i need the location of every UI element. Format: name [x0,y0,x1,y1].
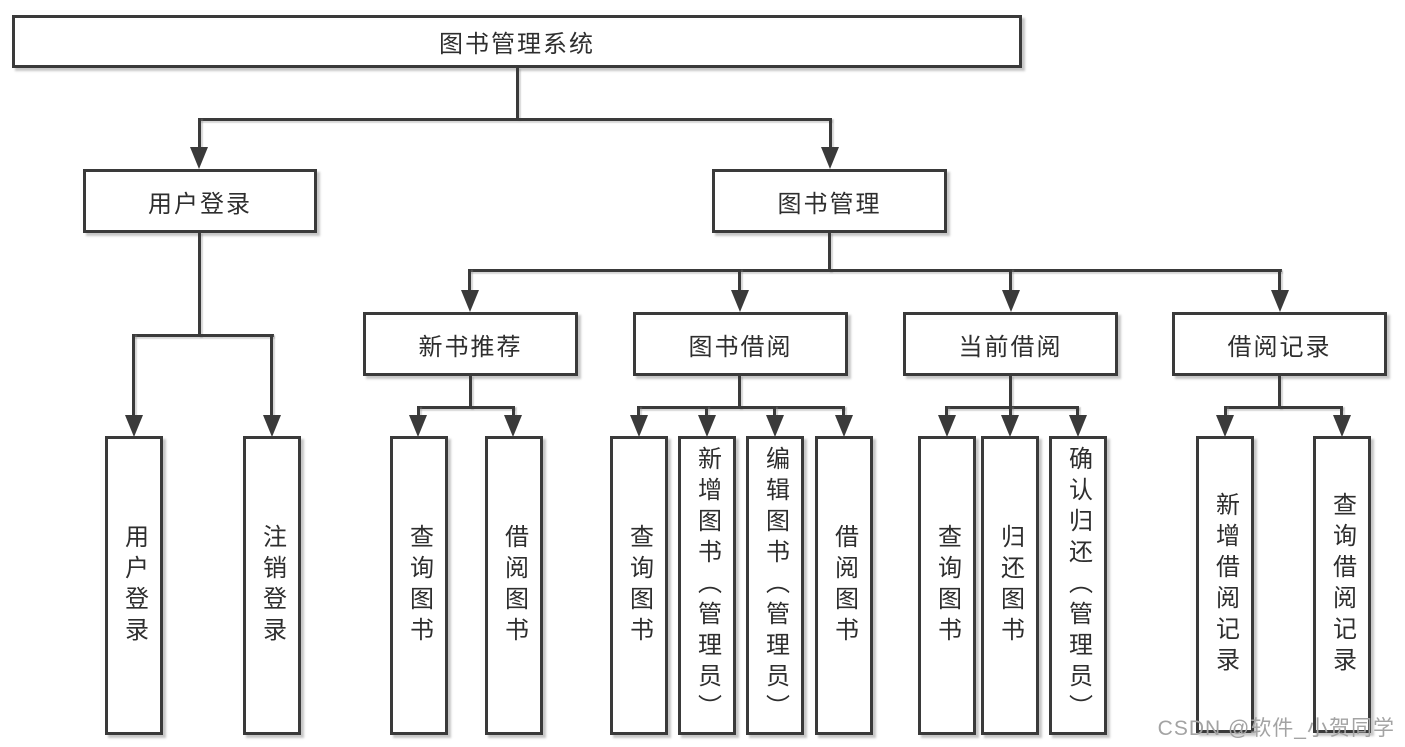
connector-borrow-bar [638,406,845,409]
connector-current-bar [946,406,1079,409]
node-label: 图书管理系统 [439,31,595,58]
leaf-add-books-admin: 新增图书（管理员） [678,436,736,735]
arrow-down-icon [821,147,839,169]
leaf-user-login: 用户登录 [105,436,163,735]
node-label: 新增图书（管理员） [693,446,721,725]
connector-newrec-stem [469,376,472,409]
arrow-down-icon [1216,415,1234,437]
node-label: 编辑图书（管理员） [761,446,789,725]
arrow-down-icon [504,415,522,437]
connector-drop [773,406,776,418]
connector-drop [1278,269,1281,295]
connector-drop [1009,269,1012,295]
leaf-query-books-borrowing: 查询图书 [610,436,668,735]
connector-userlogin-bar [133,334,274,337]
connector-root-bar [199,118,832,121]
connector-drop [842,406,845,418]
leaf-query-books-recommend: 查询图书 [390,436,448,735]
leaf-logout: 注销登录 [243,436,301,735]
connector-drop [132,334,135,418]
node-book-management: 图书管理 [712,169,947,233]
connector-drop [1340,406,1343,418]
node-label: 查询借阅记录 [1328,491,1356,678]
connector-drop [198,118,201,150]
arrow-down-icon [835,415,853,437]
node-label: 注销登录 [258,523,286,648]
connector-drop [1076,406,1079,418]
connector-userlogin-stem [198,233,201,337]
connector-drop [417,406,420,418]
node-label: 用户登录 [148,190,252,218]
leaf-add-borrow-record: 新增借阅记录 [1196,436,1254,733]
arrow-down-icon [698,415,716,437]
leaf-query-books-current: 查询图书 [918,436,976,735]
connector-bookmgmt-stem [828,233,831,272]
node-label: 归还图书 [996,523,1024,648]
node-label: 图书管理 [777,190,882,218]
node-label: 查询图书 [933,523,961,648]
node-borrowing-records: 借阅记录 [1172,312,1387,376]
connector-drop [468,269,471,295]
arrow-down-icon [125,415,143,437]
node-label: 新书推荐 [418,333,523,361]
connector-drop [829,118,832,150]
leaf-query-borrow-record: 查询借阅记录 [1313,436,1371,733]
connector-drop [945,406,948,418]
arrow-down-icon [263,415,281,437]
node-label: 查询图书 [625,523,653,648]
leaf-borrow-books: 借阅图书 [815,436,873,735]
connector-drop [738,269,741,295]
arrow-down-icon [1002,290,1020,312]
node-user-login: 用户登录 [83,169,317,233]
arrow-down-icon [190,147,208,169]
arrow-down-icon [938,415,956,437]
leaf-edit-books-admin: 编辑图书（管理员） [746,436,804,735]
connector-drop [705,406,708,418]
leaf-confirm-return-admin: 确认归还（管理员） [1049,436,1107,735]
connector-drop [637,406,640,418]
arrow-down-icon [1069,415,1087,437]
connector-records-bar [1224,406,1343,409]
node-label: 新增借阅记录 [1211,491,1239,678]
node-label: 借阅记录 [1227,333,1332,361]
arrow-down-icon [1333,415,1351,437]
arrow-down-icon [1271,290,1289,312]
node-new-book-recommendation: 新书推荐 [363,312,578,376]
connector-bookmgmt-bar [469,269,1282,272]
arrow-down-icon [766,415,784,437]
connector-current-stem [1009,376,1012,409]
connector-borrow-stem [738,376,741,409]
node-book-borrowing: 图书借阅 [633,312,848,376]
arrow-down-icon [630,415,648,437]
connector-records-stem [1278,376,1281,409]
node-label: 图书借阅 [688,333,793,361]
connector-drop [1224,406,1227,418]
csdn-watermark: CSDN @软件_小贺同学 [1157,717,1395,740]
arrow-down-icon [731,290,749,312]
connector-drop [270,334,273,418]
node-current-borrowing: 当前借阅 [903,312,1118,376]
node-label: 用户登录 [120,523,148,648]
connector-root-stem [516,68,519,120]
node-label: 借阅图书 [500,523,528,648]
connector-newrec-bar [417,406,515,409]
node-label: 借阅图书 [830,523,858,648]
leaf-return-books: 归还图书 [981,436,1039,735]
node-label: 当前借阅 [958,333,1063,361]
arrow-down-icon [1001,415,1019,437]
arrow-down-icon [461,290,479,312]
node-label: 确认归还（管理员） [1064,446,1092,725]
connector-drop [512,406,515,418]
leaf-borrow-books-recommend: 借阅图书 [485,436,543,735]
node-label: 查询图书 [405,523,433,648]
node-book-management-system: 图书管理系统 [12,15,1022,68]
arrow-down-icon [409,415,427,437]
connector-drop [1009,406,1012,418]
